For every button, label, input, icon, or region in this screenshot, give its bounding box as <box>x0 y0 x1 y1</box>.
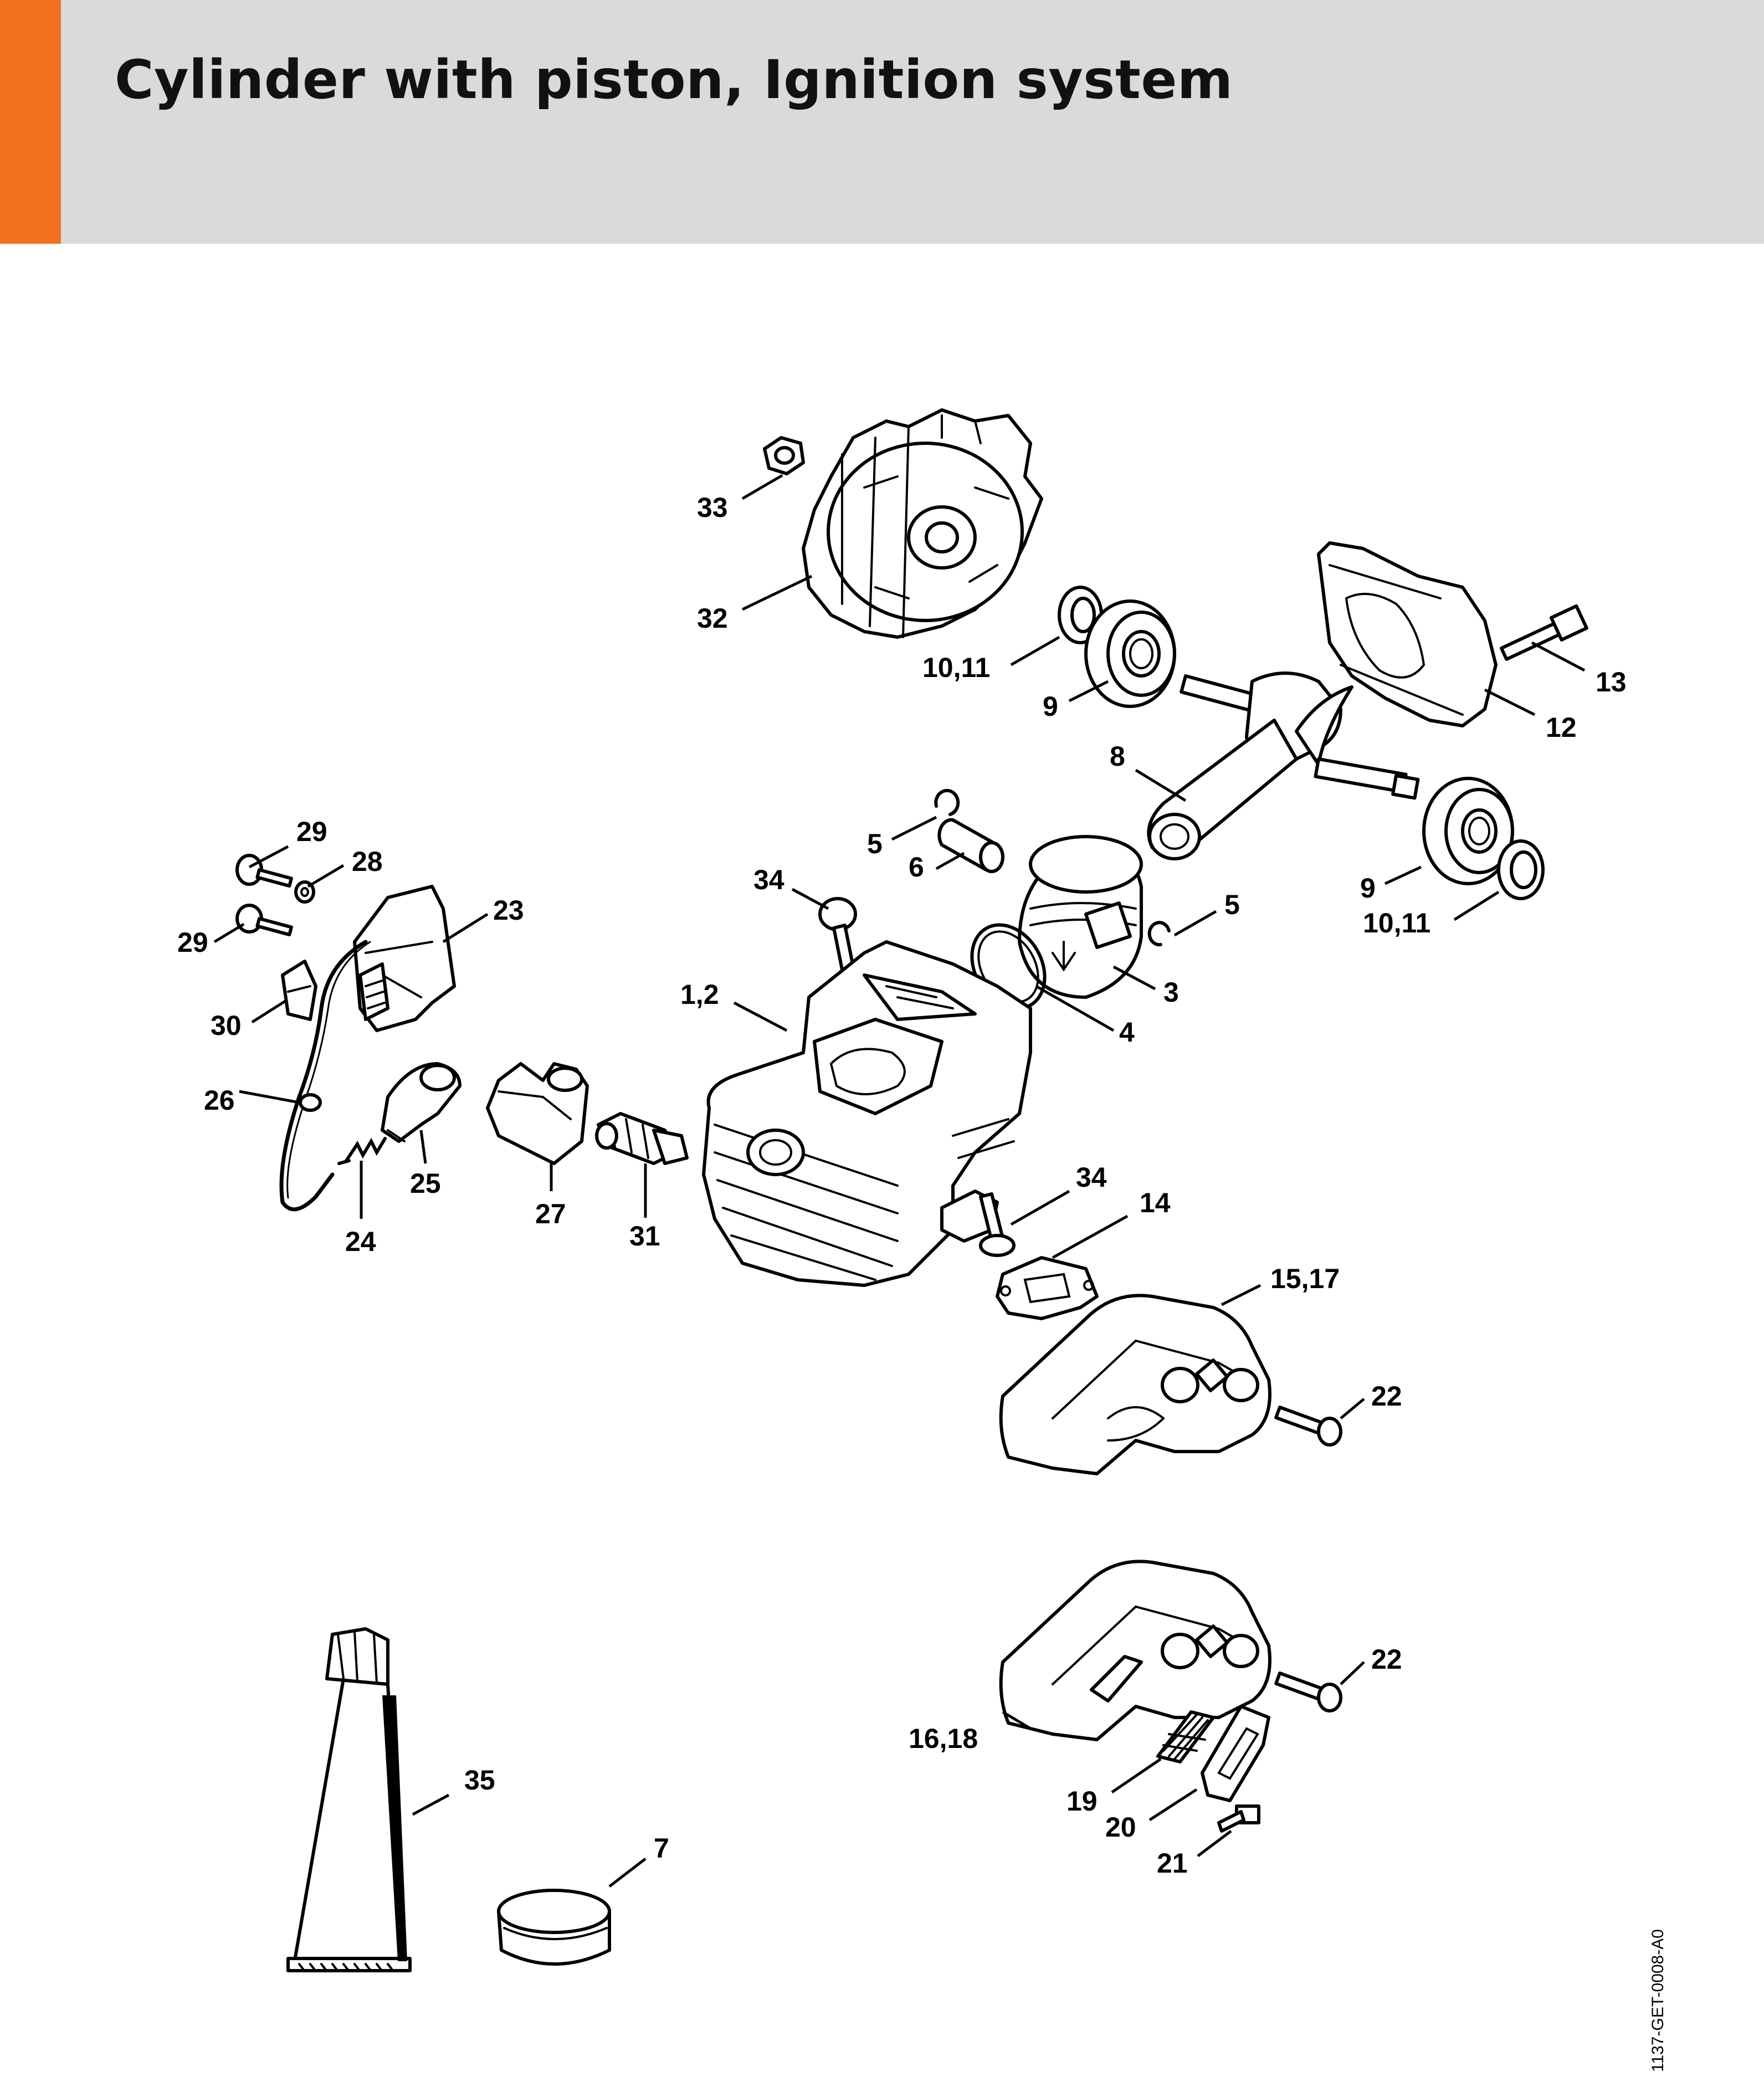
part-16-18-muffler[interactable] <box>999 1560 1271 1741</box>
part-10-11-shaft-seal-lower[interactable] <box>1497 839 1545 900</box>
page-title: Cylinder with piston, Ignition system <box>115 49 1233 111</box>
part-15-17-muffler[interactable] <box>999 1294 1271 1475</box>
part-35-grease-tube[interactable] <box>286 1627 412 1972</box>
part-7-ring[interactable] <box>497 1889 611 1966</box>
header-bar <box>0 0 1764 244</box>
part-22-screw-lower[interactable] <box>1274 1671 1342 1712</box>
part-1-2-cylinder[interactable] <box>702 940 1032 1287</box>
callout-5-upper: 5 <box>867 828 883 859</box>
part-31-spark-plug[interactable] <box>595 1112 689 1165</box>
callout-16-18: 16,18 <box>909 1723 978 1754</box>
part-13-screw[interactable] <box>1500 604 1588 661</box>
callout-labels: 33 32 10,11 9 13 12 8 5 6 34 5 9 10,11 3… <box>177 492 1627 1879</box>
callout-4: 4 <box>1119 1017 1135 1048</box>
callout-30: 30 <box>211 1010 242 1041</box>
orange-accent-strip <box>0 0 61 244</box>
part-29-screw-lower[interactable] <box>235 904 293 937</box>
callout-31: 31 <box>629 1221 660 1252</box>
callout-19: 19 <box>1066 1786 1098 1817</box>
callout-8: 8 <box>1110 741 1125 772</box>
part-21-screw[interactable] <box>1217 1804 1260 1833</box>
callout-22-lower: 22 <box>1371 1644 1402 1675</box>
part-14-gasket[interactable] <box>996 1256 1099 1320</box>
part-23-ignition-module[interactable] <box>353 885 456 1032</box>
callout-21: 21 <box>1157 1848 1188 1879</box>
part-9-ball-bearing-upper[interactable] <box>1084 599 1176 708</box>
callout-9-lower: 9 <box>1360 873 1376 904</box>
callout-7: 7 <box>654 1833 669 1864</box>
callout-32: 32 <box>697 603 728 634</box>
part-25-spark-plug-boot[interactable] <box>381 1062 461 1143</box>
part-33-nut[interactable] <box>763 436 805 475</box>
callout-5-right: 5 <box>1224 889 1240 920</box>
callout-26: 26 <box>204 1085 235 1116</box>
part-34-screw-lower[interactable] <box>979 1192 1016 1257</box>
part-20-cover-plate[interactable] <box>1201 1705 1270 1802</box>
part-6-piston-pin[interactable] <box>937 818 1004 873</box>
part-32-flywheel[interactable] <box>802 408 1043 639</box>
callout-27: 27 <box>535 1198 566 1229</box>
callout-15-17: 15,17 <box>1270 1263 1340 1294</box>
callout-29-left: 29 <box>177 927 208 958</box>
part-5-circlip-upper[interactable] <box>934 788 960 816</box>
part-22-screw-upper[interactable] <box>1274 1406 1342 1447</box>
part-8-crankshaft[interactable] <box>1147 671 1420 860</box>
part-10-11-shaft-seal-upper[interactable] <box>1058 586 1103 644</box>
part-5-circlip-right[interactable] <box>1147 921 1171 947</box>
leader-lines <box>213 474 1586 1888</box>
callout-25: 25 <box>410 1168 441 1199</box>
callout-29-upper: 29 <box>296 816 327 847</box>
document-code: 1137-GET-0008-A0 <box>1649 1929 1667 2072</box>
callout-20: 20 <box>1105 1812 1136 1843</box>
callout-23: 23 <box>493 895 524 926</box>
part-26-ignition-lead[interactable] <box>279 940 371 1212</box>
callout-1-2: 1,2 <box>680 979 719 1010</box>
callout-34-upper: 34 <box>753 864 784 895</box>
part-12-crankcase[interactable] <box>1317 541 1498 727</box>
part-24-spring[interactable] <box>337 1137 387 1165</box>
callout-9-upper: 9 <box>1043 691 1058 722</box>
callout-13: 13 <box>1596 666 1627 698</box>
part-3-piston[interactable] <box>1018 835 1143 999</box>
callout-28: 28 <box>352 846 383 877</box>
callout-12: 12 <box>1546 712 1577 743</box>
callout-3: 3 <box>1163 977 1179 1008</box>
callout-10-11-upper: 10,11 <box>922 652 990 683</box>
callout-34-lower: 34 <box>1076 1162 1107 1193</box>
callout-14: 14 <box>1140 1187 1171 1218</box>
callout-10-11-lower: 10,11 <box>1363 907 1430 939</box>
part-19-spark-arrest-screen[interactable] <box>1156 1710 1215 1763</box>
callout-6: 6 <box>909 852 924 883</box>
callout-35: 35 <box>464 1765 495 1796</box>
part-9-ball-bearing-lower[interactable] <box>1422 777 1514 885</box>
part-30-terminal[interactable] <box>281 960 317 1021</box>
part-27-boot-cover[interactable] <box>486 1062 589 1165</box>
part-34-screw-upper[interactable] <box>818 897 857 971</box>
callout-24: 24 <box>345 1226 376 1257</box>
callout-33: 33 <box>697 492 728 523</box>
callout-22-upper: 22 <box>1371 1381 1402 1412</box>
